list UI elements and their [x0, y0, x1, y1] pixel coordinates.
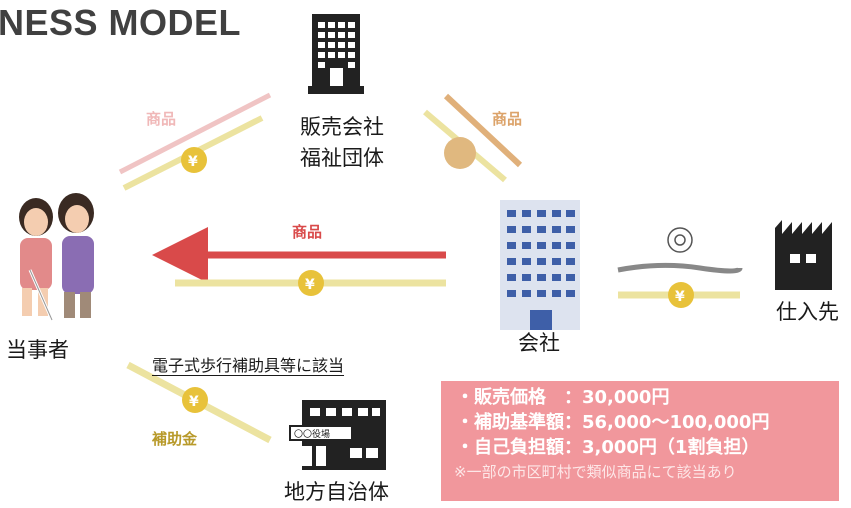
retailer-label-line2: 福祉団体 — [300, 146, 384, 170]
self-pay-row: ・自己負担額：3,000円（1割負担） — [456, 437, 760, 458]
goods-label-company-retail: 商品 — [492, 110, 523, 128]
pricing-info-box: ・販売価格 ：30,000円 ・補助基準額：56,000～100,000円 ・自… — [441, 381, 839, 501]
coin-icon — [181, 147, 207, 173]
svg-text:〇〇役場: 〇〇役場 — [294, 428, 330, 440]
coin-icon — [444, 137, 476, 169]
coin-icon — [298, 270, 324, 296]
coin-label: ¥ — [189, 394, 199, 410]
retailer-label-line1: 販売会社 — [300, 115, 384, 139]
supplier-label: 仕入先 — [776, 300, 839, 324]
coin-label: ¥ — [188, 154, 198, 170]
price-row: ・販売価格 ：30,000円 — [456, 387, 670, 408]
goods-label-company-user: 商品 — [292, 223, 323, 241]
local-government-label: 地方自治体 — [284, 480, 389, 504]
coin-label: ¥ — [675, 289, 685, 305]
pricing-note: ※一部の市区町村で類似商品にて該当あり — [454, 463, 737, 481]
page-title: NESS MODEL — [0, 2, 242, 43]
goods-label-retail: 商品 — [146, 110, 177, 128]
local-government-building-icon: 〇〇役場 — [289, 400, 386, 470]
gear-icon — [667, 227, 693, 253]
subsidy-condition-note: 電子式歩行補助具等に該当 — [152, 356, 345, 375]
retailer-building-icon — [308, 14, 364, 94]
goods-arrow-supplier-company — [617, 262, 743, 274]
coin-icon — [182, 387, 208, 413]
goods-arrow-company-retail — [443, 93, 523, 168]
company-building-icon — [500, 200, 580, 330]
coin-label: ¥ — [305, 277, 315, 293]
company-label: 会社 — [518, 331, 560, 355]
subsidy-label: 補助金 — [152, 430, 198, 448]
consumer-label: 当事者 — [6, 338, 69, 362]
retailer-label: 販売会社 福祉団体 — [300, 112, 384, 174]
consumer-people-icon — [19, 193, 94, 321]
goods-arrow-retail-user — [118, 92, 272, 175]
factory-icon — [775, 220, 832, 290]
coin-icon — [668, 282, 694, 308]
subsidy-standard-row: ・補助基準額：56,000～100,000円 — [456, 412, 770, 433]
